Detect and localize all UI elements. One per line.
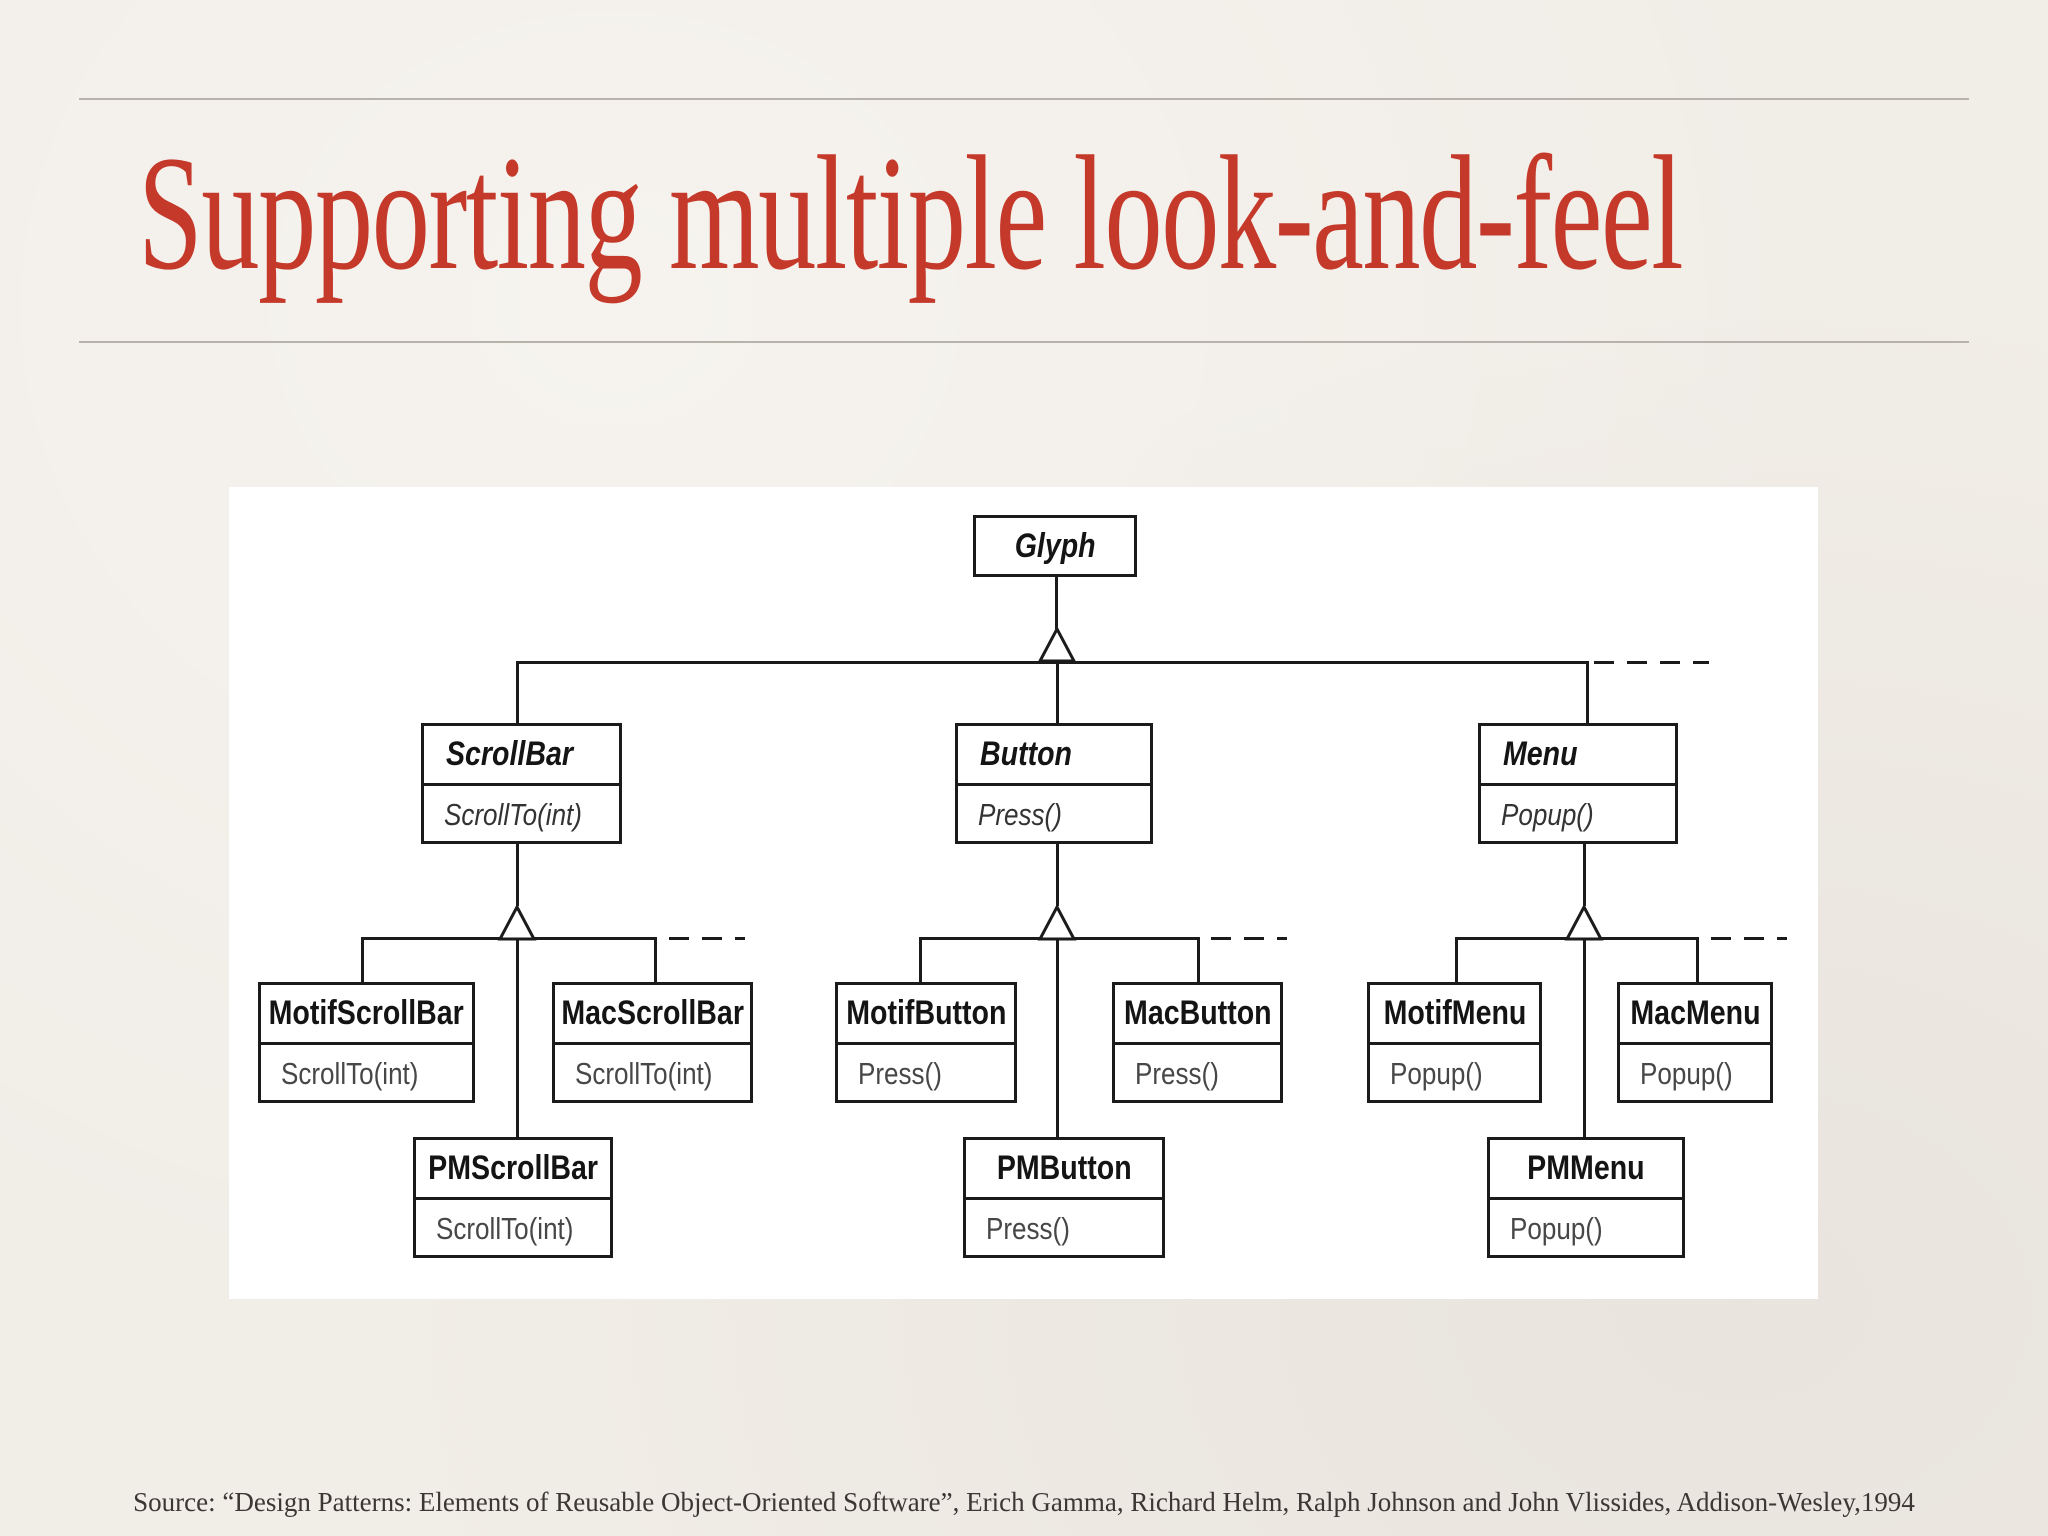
class-box-macmenu: MacMenu Popup() [1617, 982, 1773, 1103]
class-method: ScrollTo(int) [555, 1045, 750, 1103]
class-method: Popup() [1490, 1200, 1682, 1258]
class-method-text: Popup() [1640, 1056, 1733, 1091]
connector-drop-macbutton [1197, 937, 1200, 984]
class-method: Press() [838, 1045, 1014, 1103]
class-name: Glyph [976, 518, 1134, 574]
class-box-pmmenu: PMMenu Popup() [1487, 1137, 1685, 1258]
class-name-text: MacScrollBar [561, 994, 744, 1032]
class-name-text: PMMenu [1527, 1149, 1645, 1187]
class-box-macbutton: MacButton Press() [1112, 982, 1283, 1103]
connector-drop-scrollbar [516, 661, 519, 725]
class-name: Button [958, 726, 1150, 786]
class-method: Popup() [1370, 1045, 1539, 1103]
connector-drop-pmscrollbar [516, 937, 519, 1139]
class-name-text: ScrollBar [446, 735, 573, 773]
class-name-text: MotifMenu [1383, 994, 1526, 1032]
class-name: MacButton [1115, 985, 1280, 1045]
class-box-menu: Menu Popup() [1478, 723, 1678, 844]
connector-scrollbar-rail-dashed-more [669, 937, 745, 940]
class-name: Menu [1481, 726, 1675, 786]
class-method: Press() [1115, 1045, 1280, 1103]
class-name-text: MacMenu [1629, 994, 1761, 1032]
class-name: MotifScrollBar [261, 985, 472, 1045]
page-title: Supporting multiple look-and-feel [138, 123, 1684, 304]
connector-drop-button [1056, 661, 1059, 725]
class-box-macscrollbar: MacScrollBar ScrollTo(int) [552, 982, 753, 1103]
connector-drop-motifbutton [919, 937, 922, 984]
class-name-text: Glyph [1014, 526, 1096, 565]
connector-main-rail-dashed-more [1594, 661, 1709, 664]
uml-diagram-panel: Glyph ScrollBar ScrollTo(int) Button Pre… [229, 487, 1818, 1299]
connector-drop-motifmenu [1455, 937, 1458, 984]
class-method: Press() [958, 786, 1150, 844]
class-box-motifscrollbar: MotifScrollBar ScrollTo(int) [258, 982, 475, 1103]
source-citation: Source: “Design Patterns: Elements of Re… [133, 1487, 1915, 1517]
connector-drop-macmenu [1696, 937, 1699, 984]
class-name: MotifButton [838, 985, 1014, 1045]
class-method: Popup() [1620, 1045, 1770, 1103]
class-name: PMMenu [1490, 1140, 1682, 1200]
class-method-text: Press() [978, 797, 1062, 832]
class-method-text: ScrollTo(int) [444, 797, 582, 832]
connector-scrollbar-stem [516, 842, 519, 906]
class-name: MacScrollBar [555, 985, 750, 1045]
connector-drop-motifscrollbar [361, 937, 364, 984]
class-box-pmbutton: PMButton Press() [963, 1137, 1165, 1258]
class-method-text: Popup() [1510, 1211, 1603, 1246]
class-name-text: MotifScrollBar [268, 994, 465, 1032]
class-box-button: Button Press() [955, 723, 1153, 844]
class-name: PMButton [966, 1140, 1162, 1200]
class-box-glyph: Glyph [973, 515, 1137, 577]
class-name-text: PMScrollBar [428, 1149, 598, 1187]
class-method-text: Press() [986, 1211, 1070, 1246]
title-rule [79, 341, 1969, 343]
connector-drop-macscrollbar [654, 937, 657, 984]
class-method: ScrollTo(int) [416, 1200, 610, 1258]
connector-drop-menu [1586, 661, 1589, 725]
connector-menu-stem [1583, 842, 1586, 906]
class-method-text: Popup() [1390, 1056, 1483, 1091]
inheritance-triangle-icon [497, 904, 537, 941]
connector-button-rail-dashed-more [1211, 937, 1287, 940]
class-method: Press() [966, 1200, 1162, 1258]
class-name-text: Menu [1503, 735, 1578, 773]
connector-drop-pmmenu [1583, 937, 1586, 1139]
connector-drop-pmbutton [1056, 937, 1059, 1139]
class-name-text: Button [980, 735, 1072, 773]
class-method-text: Press() [858, 1056, 942, 1091]
top-rule [79, 98, 1969, 100]
connector-menu-rail-dashed-more [1711, 937, 1787, 940]
connector-button-stem [1056, 842, 1059, 906]
class-method: Popup() [1481, 786, 1675, 844]
inheritance-triangle-icon [1037, 626, 1077, 663]
class-method-text: Press() [1135, 1056, 1219, 1091]
connector-glyph-stem [1055, 577, 1058, 629]
class-method-text: ScrollTo(int) [281, 1056, 419, 1091]
class-name: MacMenu [1620, 985, 1770, 1045]
class-name: PMScrollBar [416, 1140, 610, 1200]
class-method: ScrollTo(int) [424, 786, 619, 844]
class-method-text: Popup() [1501, 797, 1594, 832]
class-method-text: ScrollTo(int) [575, 1056, 713, 1091]
class-name-text: MacButton [1123, 994, 1272, 1032]
class-box-motifbutton: MotifButton Press() [835, 982, 1017, 1103]
class-box-motifmenu: MotifMenu Popup() [1367, 982, 1542, 1103]
class-name: ScrollBar [424, 726, 619, 786]
class-name: MotifMenu [1370, 985, 1539, 1045]
inheritance-triangle-icon [1037, 904, 1077, 941]
class-box-scrollbar: ScrollBar ScrollTo(int) [421, 723, 622, 844]
class-method: ScrollTo(int) [261, 1045, 472, 1103]
class-box-pmscrollbar: PMScrollBar ScrollTo(int) [413, 1137, 613, 1258]
class-method-text: ScrollTo(int) [436, 1211, 574, 1246]
inheritance-triangle-icon [1564, 904, 1604, 941]
class-name-text: PMButton [996, 1149, 1132, 1187]
class-name-text: MotifButton [845, 994, 1007, 1032]
